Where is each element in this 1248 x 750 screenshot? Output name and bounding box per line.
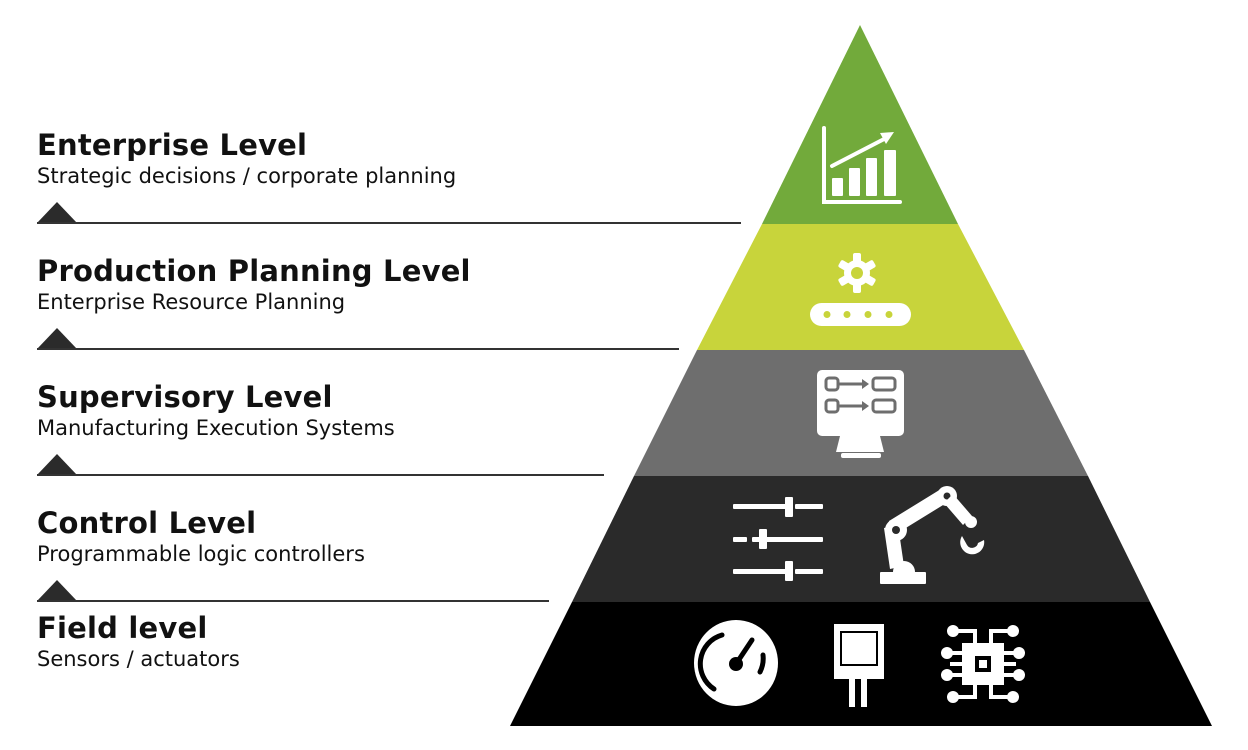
triangle-marker <box>37 454 77 475</box>
level-title: Control Level <box>37 506 257 540</box>
level-subtitle: Enterprise Resource Planning <box>37 290 346 314</box>
divider-line <box>37 348 679 350</box>
pyramid-band-control <box>572 476 1150 602</box>
triangle-marker <box>37 202 77 223</box>
gear-conveyor-icon <box>810 253 911 326</box>
monitor-workflow-icon <box>817 370 904 458</box>
triangle-marker <box>37 328 77 349</box>
level-label-production-planning: Production Planning Level Enterprise Res… <box>37 254 471 316</box>
level-subtitle: Programmable logic controllers <box>37 542 365 566</box>
robot-arm-icon <box>880 486 985 584</box>
level-label-field: Field level Sensors / actuators <box>37 611 240 673</box>
pyramid-band-enterprise <box>762 25 958 224</box>
level-subtitle: Sensors / actuators <box>37 647 240 671</box>
divider-line <box>37 474 604 476</box>
level-subtitle: Strategic decisions / corporate planning <box>37 164 457 188</box>
divider-line <box>37 222 741 224</box>
level-title: Supervisory Level <box>37 380 333 414</box>
sensor-icon <box>834 624 884 707</box>
divider-line <box>37 600 549 602</box>
sliders-icon <box>733 497 823 581</box>
level-label-enterprise: Enterprise Level Strategic decisions / c… <box>37 128 456 190</box>
growth-chart-icon <box>822 126 902 204</box>
chip-icon <box>941 625 1025 703</box>
level-title: Field level <box>37 611 208 645</box>
level-subtitle: Manufacturing Execution Systems <box>37 416 395 440</box>
level-title: Production Planning Level <box>37 254 471 288</box>
gauge-icon <box>694 620 778 706</box>
level-title: Enterprise Level <box>37 128 308 162</box>
triangle-marker <box>37 580 77 601</box>
level-label-control: Control Level Programmable logic control… <box>37 506 365 568</box>
level-label-supervisory: Supervisory Level Manufacturing Executio… <box>37 380 395 442</box>
